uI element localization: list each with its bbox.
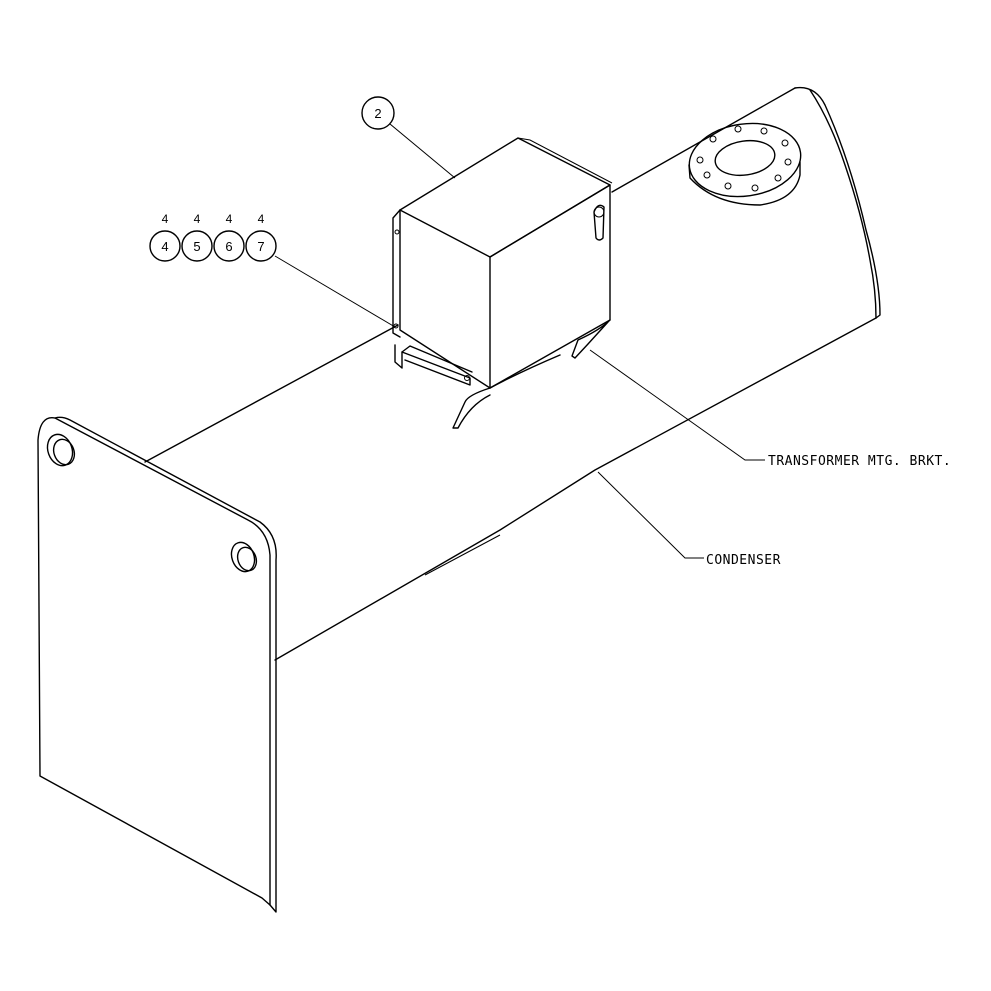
callout-2-number: 2 (374, 106, 381, 121)
callout-4-7-leader (274, 255, 396, 328)
transformer-box (392, 137, 613, 389)
end-plate (37, 416, 277, 913)
callout-4-number: 4 (161, 239, 168, 254)
callout-6-quantity: 4 (226, 212, 233, 226)
hardware-callouts: 4 4 4 4 4 5 6 7 (149, 212, 396, 328)
label-bracket: TRANSFORMER MTG. BRKT. (589, 349, 951, 469)
callout-5-balloon (181, 230, 213, 262)
callout-2: 2 (361, 96, 456, 179)
callout-4-quantity: 4 (162, 212, 169, 226)
condenser-body (144, 86, 881, 661)
bracket-leader (589, 349, 765, 461)
condenser-label: CONDENSER (706, 553, 781, 568)
label-condenser: CONDENSER (597, 471, 781, 568)
callout-2-leader (389, 123, 456, 179)
callout-5-quantity: 4 (194, 212, 201, 226)
callout-4-balloon (149, 230, 181, 262)
callout-7-quantity: 4 (258, 212, 265, 226)
flange (688, 122, 802, 206)
callout-6-balloon (213, 230, 245, 262)
callout-2-balloon (361, 96, 395, 130)
callout-7-number: 7 (257, 239, 264, 254)
callout-5-number: 5 (193, 239, 200, 254)
bracket-label: TRANSFORMER MTG. BRKT. (768, 454, 951, 469)
condenser-leader (597, 471, 704, 559)
callout-7-balloon (245, 230, 277, 262)
transformer-mounting-bracket (394, 319, 611, 429)
callout-6-number: 6 (225, 239, 232, 254)
